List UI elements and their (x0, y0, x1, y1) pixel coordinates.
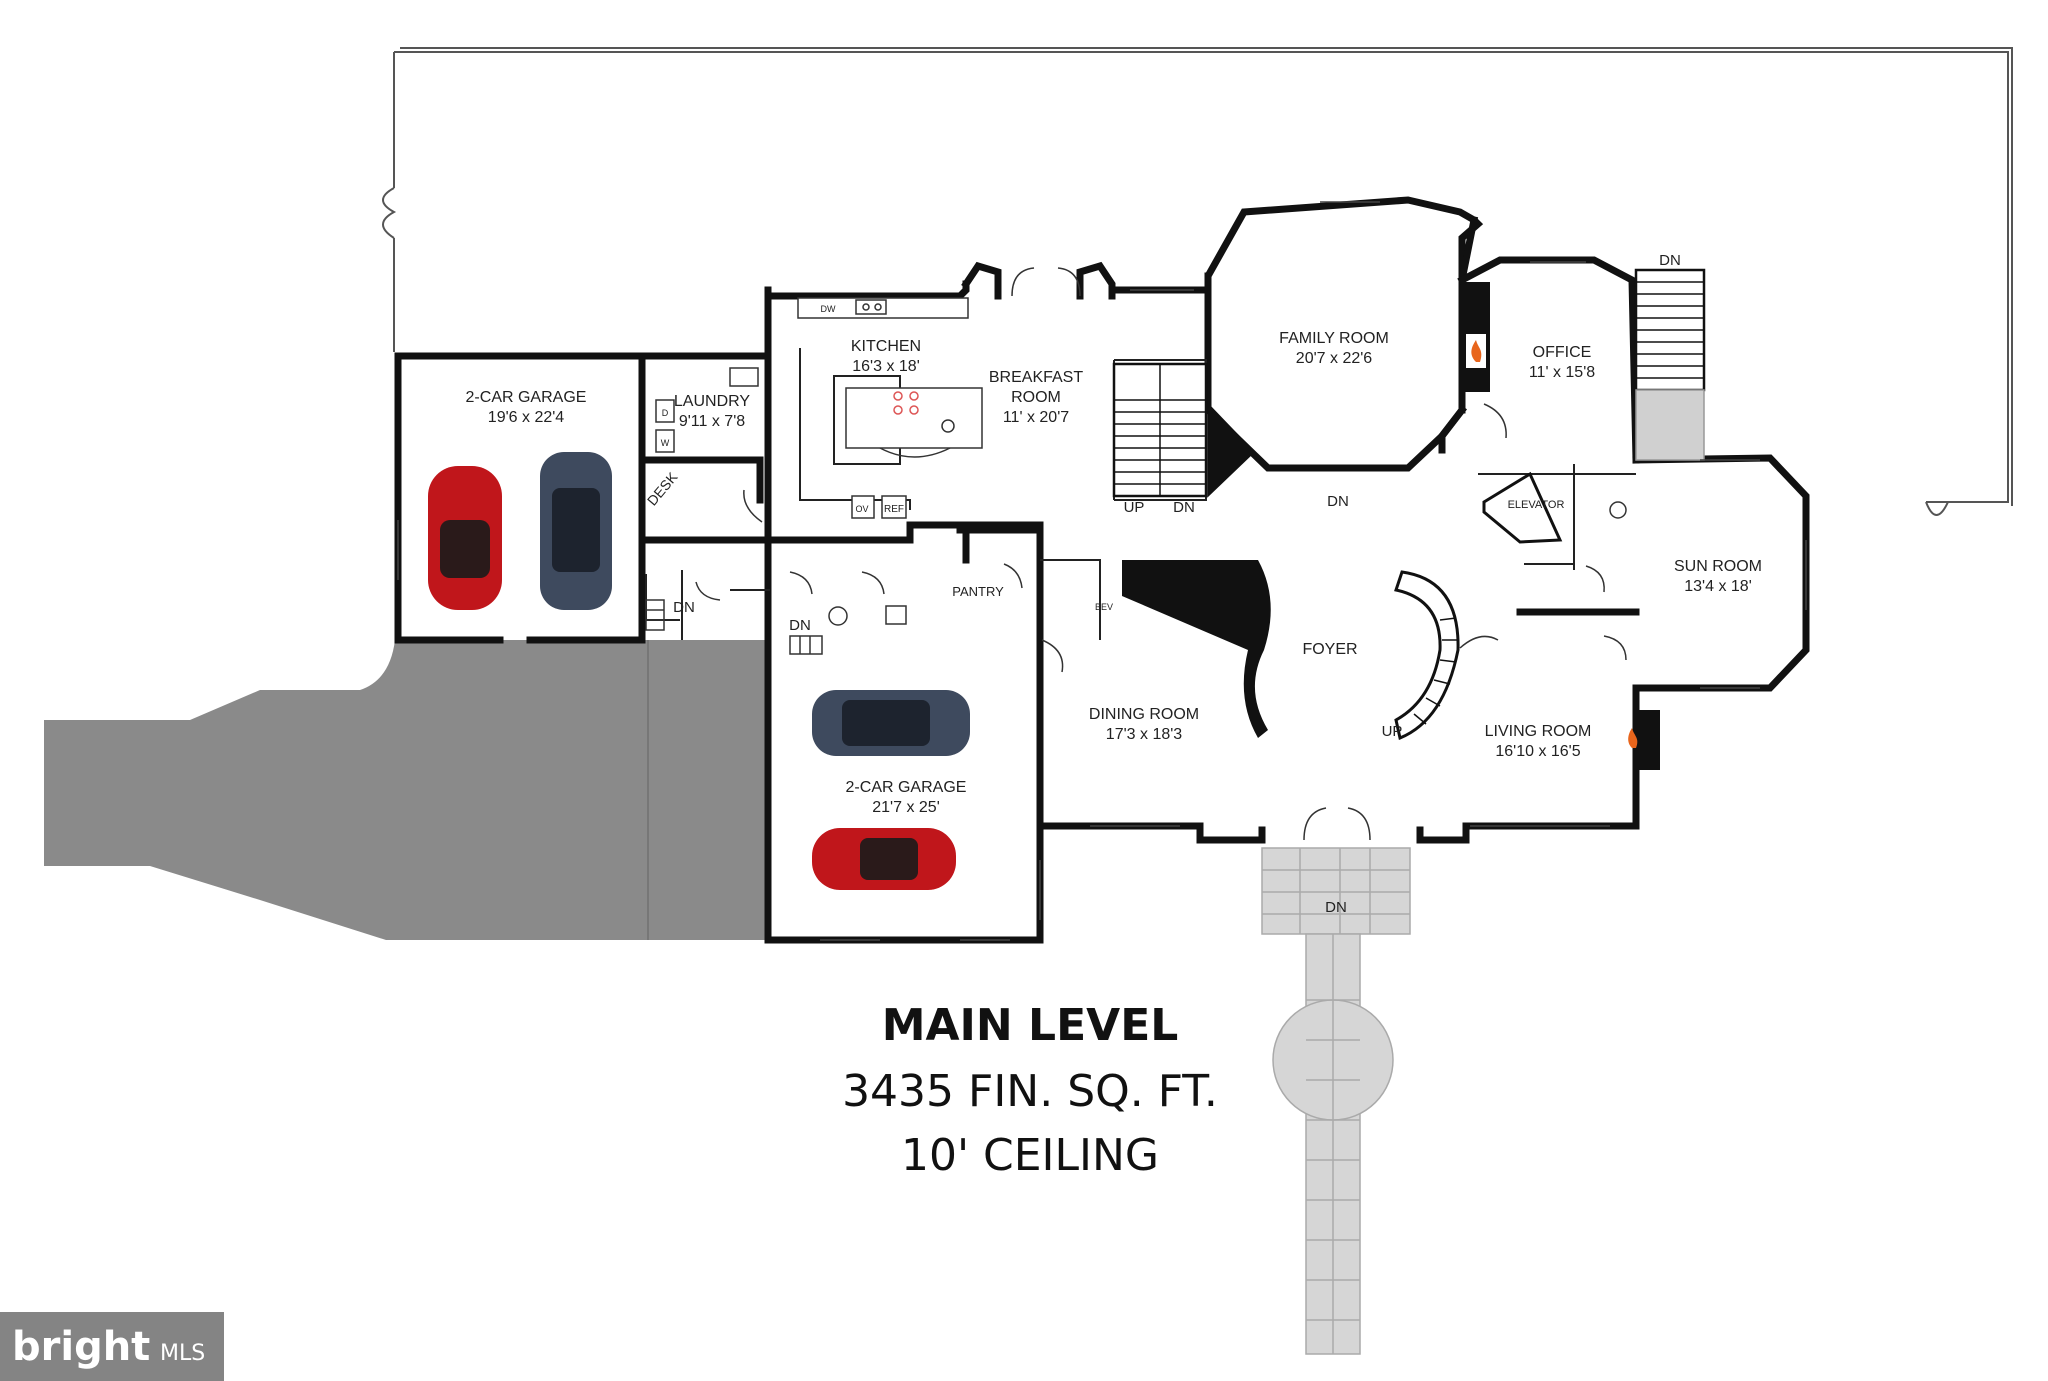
pantry-label: PANTRY (952, 584, 1004, 599)
walls (394, 196, 1810, 944)
driveway (44, 640, 770, 940)
curved-staircase (1394, 570, 1460, 741)
svg-text:KITCHEN: KITCHEN (851, 338, 921, 355)
fireplace-living (1628, 710, 1660, 770)
level-title: MAIN LEVEL (882, 1000, 1179, 1051)
svg-text:BREAKFAST: BREAKFAST (989, 369, 1083, 386)
room-label-garage-1: 2-CAR GARAGE 19'6 x 22'4 (466, 389, 587, 426)
laundry-down-label: DN (673, 599, 695, 616)
svg-text:SUN ROOM: SUN ROOM (1674, 558, 1762, 575)
front-walkway (1261, 847, 1411, 1355)
svg-text:2-CAR GARAGE: 2-CAR GARAGE (466, 389, 587, 406)
oven-label: OV (855, 504, 868, 514)
svg-text:LIVING ROOM: LIVING ROOM (1485, 723, 1592, 740)
room-label-laundry: LAUNDRY 9'11 x 7'8 (674, 393, 751, 430)
svg-text:11' x 20'7: 11' x 20'7 (1003, 409, 1069, 426)
main-staircase (1112, 362, 1256, 498)
garage-down-label: DN (789, 617, 811, 634)
small-stairs (645, 599, 823, 655)
washer-label: W (661, 438, 670, 448)
svg-text:11' x 15'8: 11' x 15'8 (1529, 364, 1595, 381)
rear-stair-down-label: DN (1659, 252, 1681, 269)
foyer-stair-up-label: UP (1382, 723, 1403, 740)
svg-text:2-CAR GARAGE: 2-CAR GARAGE (846, 779, 967, 796)
bev-label: BEV (1095, 602, 1113, 612)
door-swings (695, 267, 1627, 841)
room-label-foyer: FOYER (1302, 641, 1357, 658)
room-label-kitchen: KITCHEN 16'3 x 18' (851, 338, 921, 375)
car-blue-right (812, 690, 970, 756)
room-label-living: LIVING ROOM 16'10 x 16'5 (1485, 723, 1592, 760)
svg-text:17'3 x 18'3: 17'3 x 18'3 (1106, 726, 1182, 743)
desk-label: DESK (644, 469, 681, 509)
windows (397, 201, 1807, 941)
elevator-label: ELEVATOR (1508, 499, 1565, 511)
room-label-garage-2: 2-CAR GARAGE 21'7 x 25' (846, 779, 967, 816)
svg-text:16'10 x 16'5: 16'10 x 16'5 (1495, 743, 1580, 760)
svg-text:FAMILY ROOM: FAMILY ROOM (1279, 330, 1389, 347)
svg-text:13'4 x 18': 13'4 x 18' (1684, 578, 1752, 595)
foyer-column-wall (1122, 560, 1271, 738)
rear-staircase (1634, 268, 1706, 461)
svg-text:ROOM: ROOM (1011, 389, 1061, 406)
bright-mls-watermark: bright MLS (0, 1312, 224, 1381)
watermark-suffix: MLS (160, 1341, 205, 1366)
svg-text:19'6 x 22'4: 19'6 x 22'4 (488, 409, 564, 426)
svg-text:DINING ROOM: DINING ROOM (1089, 706, 1199, 723)
dryer-label: D (662, 408, 669, 418)
front-step-down-label: DN (1325, 899, 1347, 916)
elevator (1482, 471, 1563, 544)
room-label-sunroom: SUN ROOM 13'4 x 18' (1674, 558, 1762, 595)
watermark-brand: bright (12, 1324, 150, 1370)
car-red-right (812, 828, 956, 890)
family-down-label: DN (1327, 493, 1349, 510)
dishwasher-label: DW (821, 304, 836, 314)
room-label-breakfast: BREAKFAST ROOM 11' x 20'7 (989, 369, 1083, 426)
svg-text:16'3 x 18': 16'3 x 18' (852, 358, 920, 375)
stair-up-label: UP (1124, 499, 1145, 516)
refrigerator-label: REF (884, 504, 904, 515)
car-blue-left (540, 452, 612, 610)
svg-text:9'11 x 7'8: 9'11 x 7'8 (679, 413, 745, 430)
room-label-dining: DINING ROOM 17'3 x 18'3 (1089, 706, 1199, 743)
fire-icon (1471, 340, 1482, 362)
deck-outline (382, 47, 2013, 516)
fireplace-family (1462, 282, 1490, 392)
room-label-office: OFFICE 11' x 15'8 (1529, 344, 1595, 381)
stair-down-label: DN (1173, 499, 1195, 516)
fire-icon (1628, 728, 1638, 748)
curved-stair-treads (1413, 617, 1458, 725)
svg-text:21'7 x 25': 21'7 x 25' (872, 799, 940, 816)
area-label: 3435 FIN. SQ. FT. (842, 1066, 1218, 1117)
ceiling-label: 10' CEILING (901, 1130, 1159, 1181)
room-label-family: FAMILY ROOM 20'7 x 22'6 (1279, 330, 1389, 367)
svg-text:20'7 x 22'6: 20'7 x 22'6 (1296, 350, 1372, 367)
svg-text:LAUNDRY: LAUNDRY (674, 393, 751, 410)
svg-text:OFFICE: OFFICE (1533, 344, 1592, 361)
car-red-left (428, 466, 502, 610)
svg-text:FOYER: FOYER (1302, 641, 1357, 658)
kitchen-fixtures (655, 297, 1627, 626)
